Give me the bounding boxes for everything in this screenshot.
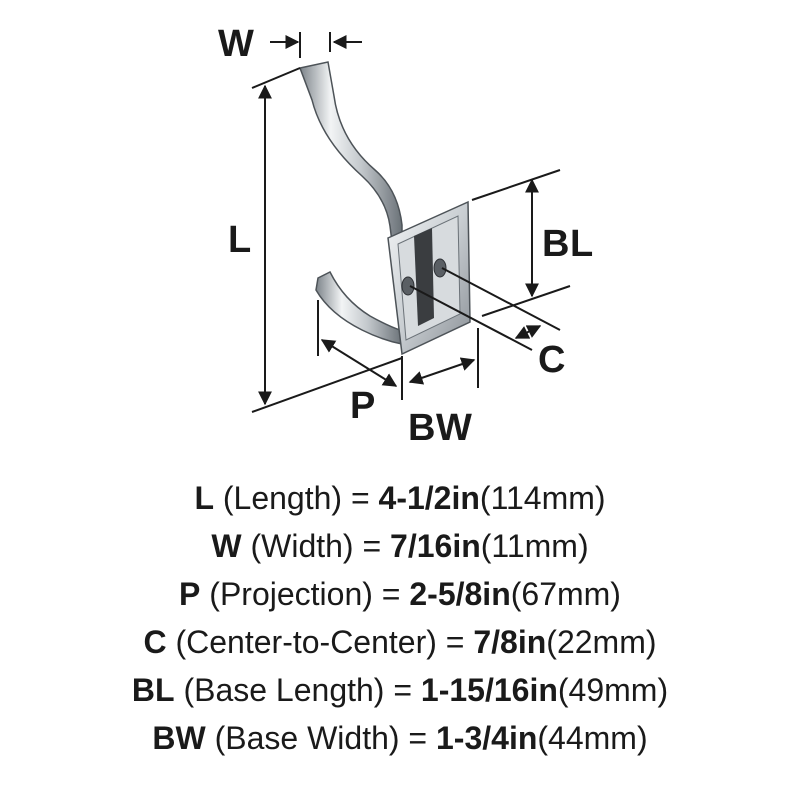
spec-metric: (44mm): [537, 720, 648, 756]
spec-imperial: 7/8in: [473, 624, 547, 660]
spec-desc: (Base Length) =: [174, 672, 421, 708]
bl-extension-bottom: [481, 285, 571, 317]
spec-desc: (Projection) =: [200, 576, 410, 612]
spec-imperial: 7/16in: [390, 528, 481, 564]
spec-line: C (Center-to-Center) = 7/8in(22mm): [0, 618, 800, 666]
spec-abbr: BL: [131, 672, 175, 708]
spec-desc: (Center-to-Center) =: [166, 624, 474, 660]
spec-abbr: BW: [152, 720, 206, 756]
c-dimension-arrow: [514, 325, 542, 339]
spec-imperial: 1-15/16in: [420, 672, 558, 708]
spec-abbr: L: [194, 480, 214, 516]
spec-line: L (Length) = 4-1/2in(114mm): [0, 474, 800, 522]
spec-metric: (67mm): [510, 576, 621, 612]
coat-hook-illustration: [298, 61, 471, 356]
l-extension-bottom: [251, 357, 403, 413]
label-bl: BL: [542, 223, 594, 265]
spec-abbr: P: [179, 576, 201, 612]
spec-desc: (Length) =: [213, 480, 379, 516]
spec-imperial: 4-1/2in: [378, 480, 480, 516]
dimension-lines: [251, 32, 571, 413]
p-dimension-line: [320, 339, 398, 387]
spec-line: P (Projection) = 2-5/8in(67mm): [0, 570, 800, 618]
spec-metric: (49mm): [557, 672, 669, 708]
spec-metric: (114mm): [479, 480, 606, 516]
spec-abbr: W: [211, 528, 242, 564]
specifications-list: L (Length) = 4-1/2in(114mm)W (Width) = 7…: [0, 474, 800, 762]
l-extension-top: [251, 67, 301, 89]
c-leader-2: [441, 267, 561, 331]
spec-imperial: 1-3/4in: [436, 720, 538, 756]
spec-imperial: 2-5/8in: [409, 576, 511, 612]
label-l: L: [228, 219, 252, 261]
label-bw: BW: [408, 407, 472, 449]
c-leader-1: [409, 285, 533, 351]
spec-abbr: C: [143, 624, 167, 660]
spec-metric: (22mm): [546, 624, 657, 660]
spec-desc: (Width) =: [241, 528, 391, 564]
hook-dimension-diagram: W L BL C P BW: [218, 23, 594, 449]
spec-desc: (Base Width) =: [205, 720, 436, 756]
spec-line: W (Width) = 7/16in(11mm): [0, 522, 800, 570]
label-c: C: [538, 339, 566, 381]
bw-dimension-line: [408, 357, 476, 385]
label-p: P: [350, 385, 376, 427]
spec-metric: (11mm): [480, 528, 589, 564]
spec-line: BL (Base Length) = 1-15/16in(49mm): [0, 666, 800, 714]
spec-line: BW (Base Width) = 1-3/4in(44mm): [0, 714, 800, 762]
bl-extension-top: [471, 169, 561, 201]
label-w: W: [218, 23, 254, 65]
